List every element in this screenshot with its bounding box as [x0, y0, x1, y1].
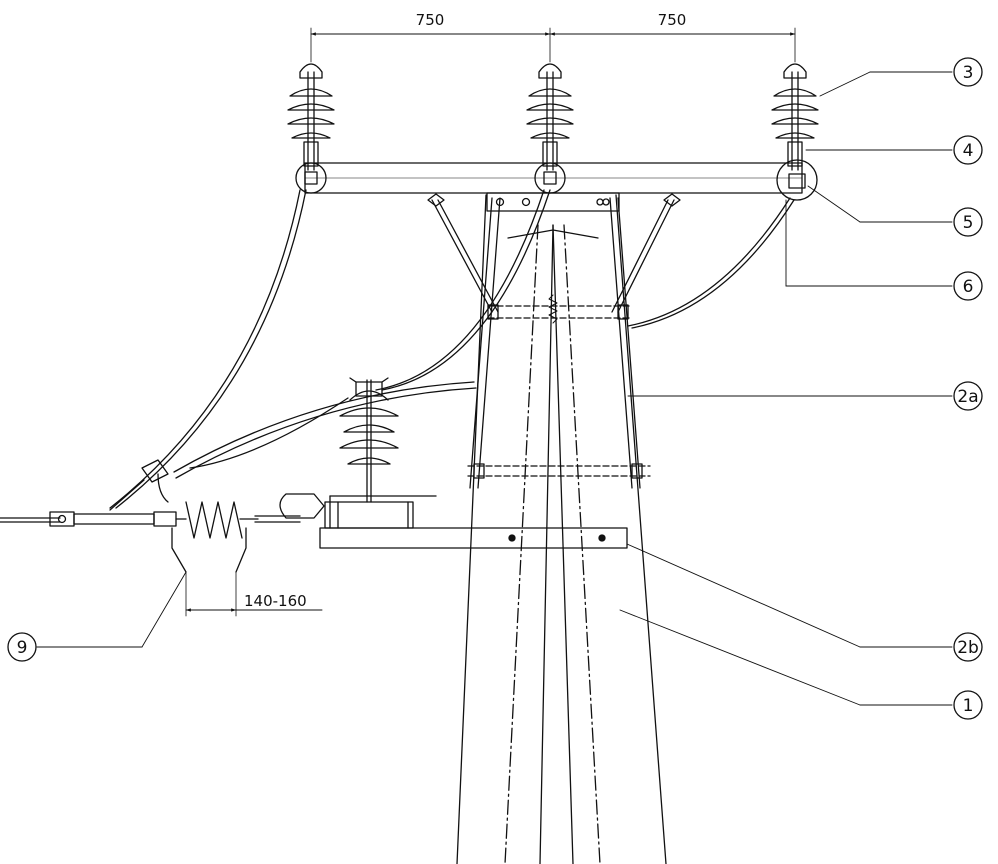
leader-lines	[36, 71, 953, 706]
callout-9: 9	[17, 638, 28, 658]
lower-bracket	[319, 527, 628, 549]
insulator-right	[771, 63, 819, 201]
callout-3: 3	[963, 63, 974, 83]
insulator-middle	[526, 63, 574, 194]
callout-1: 1	[963, 696, 974, 716]
callout-2b: 2b	[957, 638, 979, 658]
dimension-label-left: 750	[416, 11, 445, 29]
strain-insulator	[0, 501, 259, 573]
brace-frame	[427, 193, 681, 489]
dimension-lines	[185, 27, 796, 617]
dimension-label-gap: 140-160	[244, 592, 307, 610]
callout-5: 5	[963, 213, 974, 233]
insulator-left	[287, 63, 335, 194]
switch-unit	[254, 493, 437, 529]
mid-insulator	[339, 377, 399, 503]
callout-circles	[7, 57, 983, 720]
jumper-conductors	[109, 189, 795, 511]
dimension-label-right: 750	[658, 11, 687, 29]
callout-2a: 2a	[957, 387, 978, 407]
callout-4: 4	[963, 141, 974, 161]
callout-6: 6	[963, 277, 974, 297]
